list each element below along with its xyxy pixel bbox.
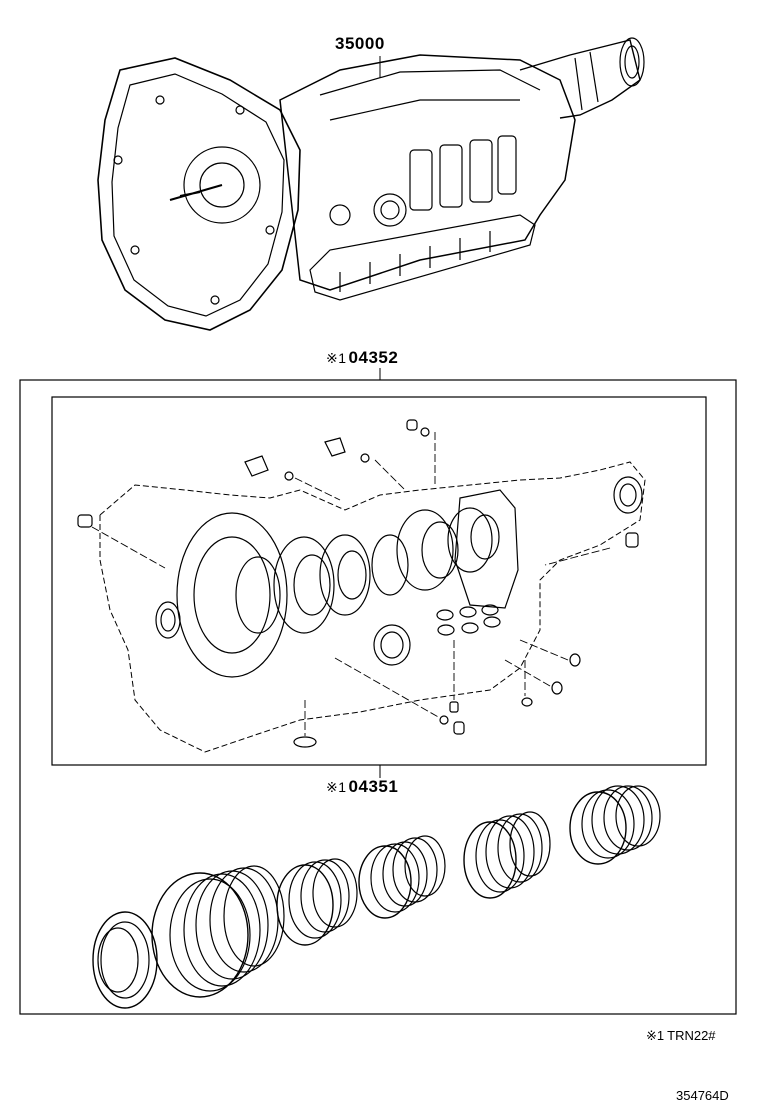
kit-04352-frame [19, 379, 737, 1015]
part-number-text: 04351 [348, 777, 399, 796]
part-number-text: 04352 [348, 348, 399, 367]
footnote-mark: ※1 [646, 1028, 665, 1043]
part-number-transmission[interactable]: 35000 [335, 34, 385, 54]
kit-04351-frame [51, 396, 707, 766]
illustration-id: 354764D [676, 1088, 729, 1103]
footnote-text: TRN22# [667, 1028, 716, 1043]
reference-mark: ※1 [326, 350, 347, 366]
clutch-disc-icon[interactable] [92, 785, 661, 1009]
reference-mark: ※1 [326, 779, 347, 795]
part-number-text: 35000 [335, 34, 385, 53]
transmission-assembly-icon[interactable] [97, 37, 645, 331]
gasket-kit-icon[interactable] [77, 419, 646, 753]
